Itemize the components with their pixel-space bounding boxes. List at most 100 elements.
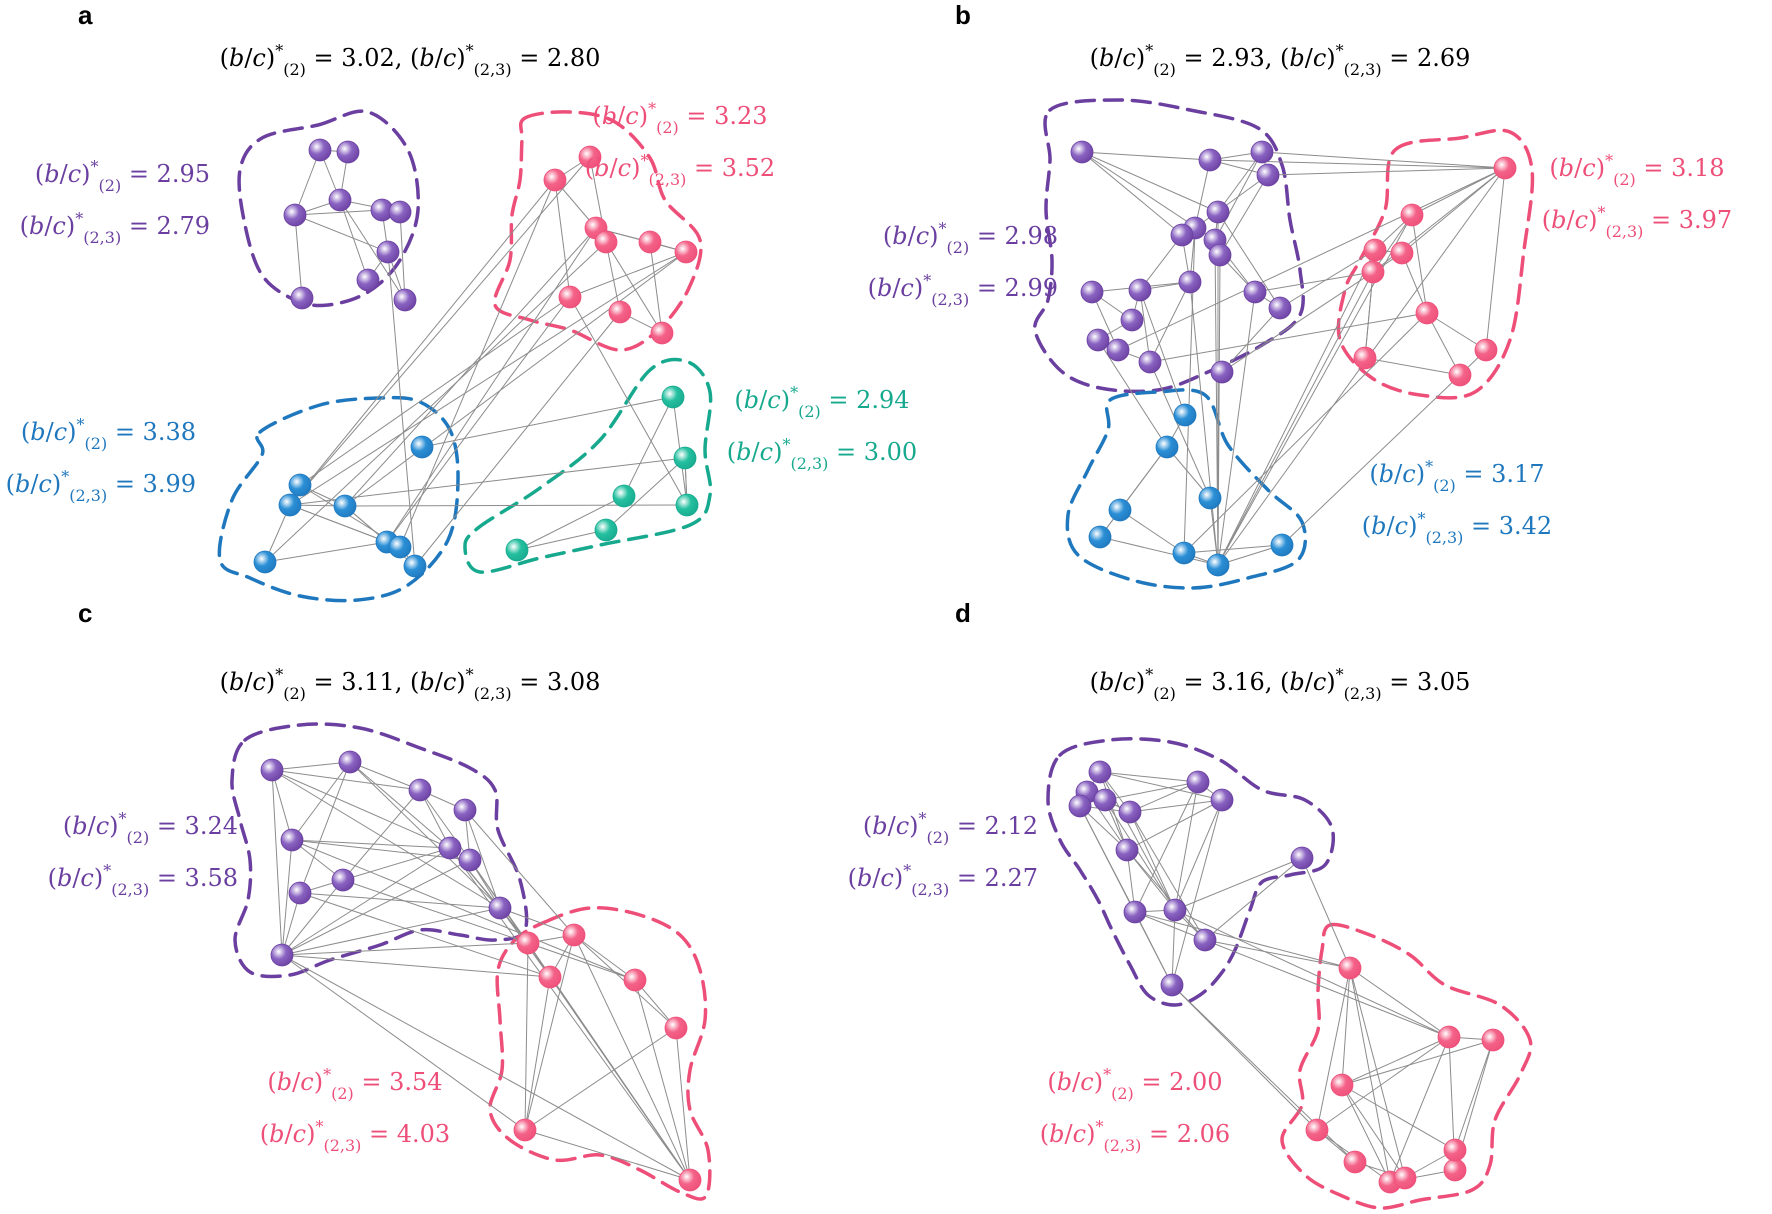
community-label-d-pink-pair: (b/c)*(2) = 2.00 (1047, 1065, 1222, 1103)
community-label-b-purple-pair: (b/c)*(2) = 2.98 (883, 219, 1058, 257)
community-label-c-purple-group-value: = 3.58 (149, 864, 238, 892)
node-d-purple (1160, 973, 1184, 997)
edge (1119, 509, 1185, 554)
edge (281, 847, 451, 956)
node-a-purple (376, 240, 400, 264)
edge (1341, 1084, 1406, 1179)
community-label-b-blue-group: (b/c)*(2,3) = 3.42 (1362, 509, 1552, 547)
community-label-d-purple-pair-value: = 2.12 (949, 812, 1038, 840)
node-a-teal (594, 518, 618, 542)
community-label-a-teal-group-value: = 3.00 (828, 438, 917, 466)
edge (1204, 939, 1351, 969)
node-c-purple (338, 750, 362, 774)
edge (634, 979, 691, 1181)
edge (449, 847, 691, 1181)
node-d-purple (1088, 760, 1112, 784)
edge (1139, 289, 1186, 416)
node-a-teal (661, 385, 685, 409)
edge (289, 251, 687, 506)
edge (281, 907, 501, 956)
edge (1183, 544, 1283, 554)
community-label-a-blue-pair-value: = 3.38 (107, 418, 196, 446)
node-c-pink (623, 968, 647, 992)
node-b-purple (1198, 148, 1222, 172)
node-b-purple (1086, 328, 1110, 352)
edge (1426, 312, 1461, 376)
community-label-b-pink-group: (b/c)*(2,3) = 3.97 (1542, 203, 1732, 241)
edge (675, 1027, 691, 1181)
edge (605, 241, 621, 313)
edge (342, 879, 529, 944)
node-b-blue (1155, 435, 1179, 459)
node-d-pink (1437, 1025, 1461, 1049)
edge (1117, 167, 1506, 351)
edge (569, 296, 688, 506)
node-d-purple (1115, 838, 1139, 862)
edge (1129, 811, 1206, 941)
edge (294, 209, 383, 216)
node-b-pink (1474, 338, 1498, 362)
node-d-purple (1068, 794, 1092, 818)
edge (1341, 1084, 1391, 1183)
node-b-pink (1400, 203, 1424, 227)
node-b-purple (1070, 140, 1094, 164)
edge (1214, 151, 1263, 241)
node-a-blue (403, 554, 427, 578)
edge (1261, 151, 1506, 169)
node-c-pink (516, 931, 540, 955)
edge (349, 761, 421, 791)
edge (294, 149, 321, 216)
node-c-purple (488, 896, 512, 920)
edge (281, 954, 551, 978)
edge (294, 214, 389, 253)
edge (387, 251, 416, 567)
edge (281, 879, 344, 956)
node-b-purple (1250, 140, 1274, 164)
community-outline-d-pink (1280, 922, 1533, 1210)
edge (1454, 1039, 1494, 1151)
edge (554, 179, 571, 298)
edge (344, 504, 688, 507)
edge (1301, 857, 1351, 969)
edge (1217, 271, 1374, 566)
community-label-a-purple-group-value: = 2.79 (121, 212, 210, 240)
edge (1174, 857, 1303, 911)
edge (1194, 174, 1269, 229)
edge (1189, 281, 1219, 566)
community-label-b-blue-pair-value: = 3.17 (1456, 460, 1545, 488)
edge (1426, 312, 1487, 351)
edge (299, 296, 571, 486)
node-b-purple (1208, 243, 1232, 267)
node-b-purple (1106, 338, 1130, 362)
edge (1183, 312, 1428, 554)
node-d-pink (1443, 1158, 1467, 1182)
edge (1341, 1036, 1450, 1086)
community-label-b-blue-group-value: = 3.42 (1463, 512, 1552, 540)
edge (281, 942, 529, 956)
panel-letter-b: b (955, 0, 971, 30)
node-a-purple (356, 268, 380, 292)
node-d-purple (1118, 800, 1142, 824)
edge (1134, 781, 1199, 913)
node-a-pink (543, 168, 567, 192)
community-label-a-blue-group-value: = 3.99 (107, 470, 196, 498)
edge (1099, 771, 1128, 851)
node-d-pink (1481, 1028, 1505, 1052)
edge (1364, 357, 1461, 376)
edge (271, 769, 451, 849)
edge (1174, 909, 1450, 1038)
edge (1104, 781, 1199, 801)
edge (1217, 151, 1263, 213)
edge (349, 761, 451, 849)
edge (1079, 805, 1173, 986)
node-c-pink (513, 1118, 537, 1142)
edge (1341, 1039, 1494, 1086)
edge (464, 809, 501, 909)
community-label-d-purple-pair: (b/c)*(2) = 2.12 (863, 809, 1038, 847)
node-b-purple (1128, 278, 1152, 302)
community-outline-b-blue (1065, 388, 1308, 590)
node-b-blue (1173, 403, 1197, 427)
edge (419, 789, 471, 861)
node-c-purple (438, 836, 462, 860)
edge (573, 934, 636, 981)
